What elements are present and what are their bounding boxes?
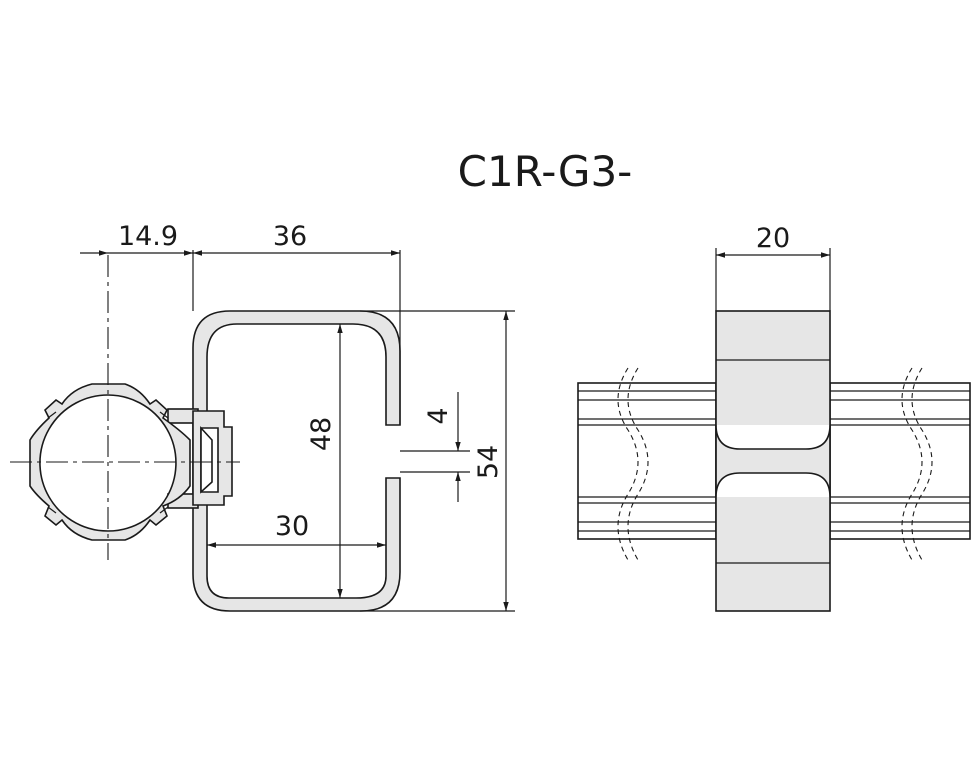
- side-view: 20: [577, 223, 971, 612]
- dimension-outer-width-label: 36: [273, 221, 307, 252]
- dimension-inner-height-label: 48: [306, 417, 337, 451]
- dimension-outer-width: 36: [193, 221, 400, 256]
- drawing-title: C1R-G3-: [458, 147, 633, 196]
- dimension-inner-height: 48: [306, 324, 343, 598]
- pipe-side-right: [829, 367, 971, 561]
- dimension-inner-width-label: 30: [275, 511, 309, 542]
- dimension-side-width-label: 20: [756, 223, 790, 254]
- bracket-frame: [192, 310, 401, 612]
- round-pipe-section: [29, 383, 191, 541]
- dimension-inner-width: 30: [207, 511, 386, 548]
- clamp-connector: [167, 408, 233, 509]
- dimension-gap: 4: [423, 392, 461, 502]
- dimension-outer-height: 54: [473, 311, 509, 611]
- dimension-gap-label: 4: [423, 407, 454, 424]
- dimension-pipe-offset-label: 14.9: [118, 221, 178, 252]
- dimension-pipe-offset: 14.9: [80, 221, 193, 256]
- bracket-side: [715, 310, 831, 612]
- front-view: 14.9 36 48 30 4 54: [10, 221, 515, 612]
- dimension-side-width: 20: [716, 223, 830, 258]
- dimension-outer-height-label: 54: [473, 445, 504, 479]
- pipe-side-left: [577, 367, 717, 561]
